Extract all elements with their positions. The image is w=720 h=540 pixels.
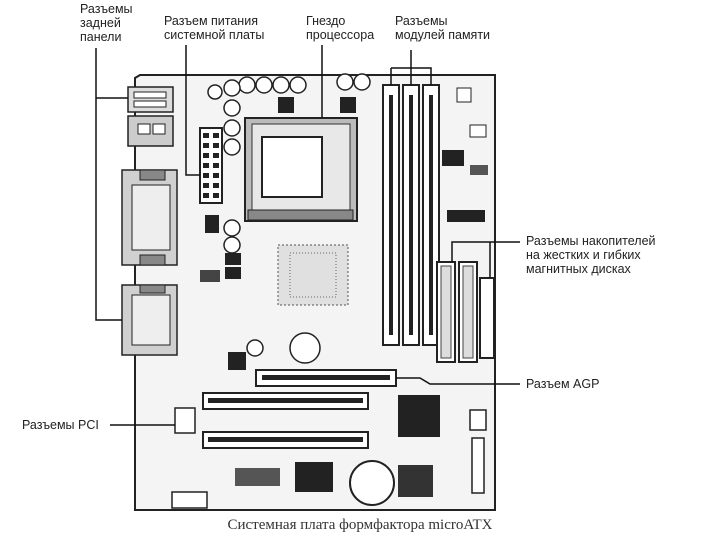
chipset: [277, 244, 349, 306]
storage-connectors: [436, 261, 495, 363]
bios-chip: [469, 124, 487, 138]
capacitors: [207, 73, 371, 364]
label-storage-connectors: Разъемы накопителей на жестких и гибких …: [526, 234, 656, 276]
agp-slot: [255, 369, 397, 387]
atx-power-connector: [199, 127, 223, 204]
label-power-connector: Разъем питания системной платы: [164, 14, 265, 42]
cmos-battery: [349, 460, 395, 506]
voltage-regulators: [200, 97, 356, 370]
label-pci-slots: Разъемы PCI: [22, 418, 99, 432]
cpu-socket: [244, 117, 358, 222]
memory-slots: [382, 84, 440, 346]
southbridge: [398, 395, 440, 497]
label-cpu-socket: Гнездо процессора: [306, 14, 375, 42]
label-rear-panel: Разъемы задней панели: [80, 2, 133, 44]
pci-slots: [202, 392, 369, 449]
front-panel-headers: [171, 407, 487, 509]
leader-lines: [95, 45, 520, 426]
rear-panel-connectors: [121, 86, 178, 356]
label-memory-slots: Разъемы модулей памяти: [395, 14, 491, 42]
board-chips: [235, 150, 488, 492]
figure-caption: Системная плата формфактора microATX: [227, 517, 493, 533]
label-agp-slot: Разъем AGP: [526, 377, 600, 391]
super-io-chip: [456, 87, 472, 103]
